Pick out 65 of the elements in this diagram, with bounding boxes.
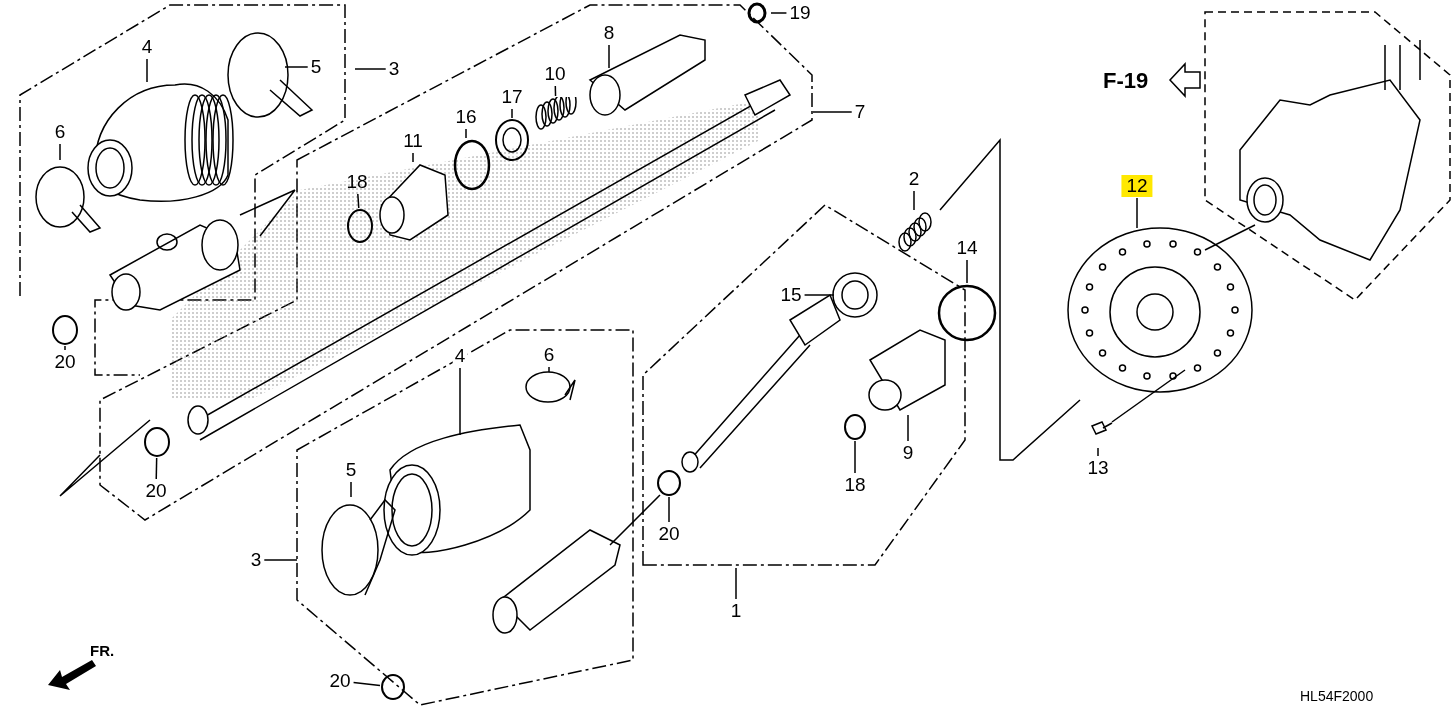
callout-number: 8: [601, 22, 617, 44]
callout-number: 18: [842, 474, 868, 496]
spring-drawing: [535, 97, 577, 131]
callout-number: 13: [1085, 457, 1111, 479]
leader-line: [146, 58, 148, 83]
leader-line: [812, 111, 853, 113]
callout-number: 10: [542, 63, 568, 85]
leader-line: [459, 367, 461, 436]
callout-number: 11: [401, 130, 425, 152]
leader-line: [350, 481, 352, 498]
o-ring: [381, 674, 405, 700]
leader-line: [155, 457, 158, 480]
callout-number: 19: [787, 2, 813, 24]
o-ring: [144, 427, 170, 457]
leader-line: [352, 681, 381, 687]
callout-number: 20: [143, 480, 169, 502]
leader-line: [907, 414, 909, 442]
leader-line: [354, 68, 387, 70]
callout-number: 17: [499, 86, 525, 108]
leader-line: [511, 108, 513, 119]
callout-number: 6: [52, 121, 68, 143]
callout-number: 1: [728, 600, 744, 622]
callout-number: 20: [656, 523, 682, 545]
leader-line: [64, 345, 66, 351]
leader-line: [554, 85, 557, 97]
leader-line: [966, 259, 968, 284]
o-ring: [52, 315, 78, 345]
direction-label: FR.: [90, 642, 115, 659]
o-ring: [657, 470, 681, 496]
o-ring: [844, 414, 866, 440]
callout-number: 4: [139, 36, 155, 58]
leader-line: [284, 66, 309, 68]
leader-line: [913, 190, 915, 211]
diagram-code: HL54F2000: [1300, 688, 1374, 704]
leader-line: [854, 440, 856, 474]
callout-number: 15: [778, 284, 804, 306]
callout-number: 2: [906, 168, 922, 190]
leader-line: [465, 128, 467, 139]
o-ring: [347, 209, 373, 243]
callout-number: 3: [386, 58, 402, 80]
leader-line: [1136, 197, 1138, 229]
leader-line: [412, 152, 414, 163]
callout-number: 12: [1121, 175, 1153, 197]
callout-number: 14: [954, 237, 980, 259]
leader-line: [668, 496, 670, 523]
callout-number: 20: [327, 670, 353, 692]
callout-number: 5: [343, 459, 359, 481]
leader-line: [59, 143, 61, 161]
leader-line: [803, 294, 835, 296]
leader-line: [263, 559, 298, 561]
callout-number: 18: [344, 171, 370, 193]
leader-line: [1097, 447, 1099, 457]
leader-line: [548, 366, 550, 373]
leader-line: [770, 12, 788, 14]
callout-number: 7: [852, 101, 868, 123]
callout-number: 5: [308, 56, 324, 78]
callout-number: 6: [541, 344, 557, 366]
callout-number: 20: [52, 351, 78, 373]
callout-number: 16: [453, 106, 479, 128]
leader-line: [735, 567, 737, 600]
callout-number: 9: [900, 442, 916, 464]
page-reference: F-19: [1103, 68, 1149, 94]
callout-number: 3: [248, 549, 264, 571]
leader-line: [357, 193, 360, 209]
leader-line: [608, 44, 610, 69]
